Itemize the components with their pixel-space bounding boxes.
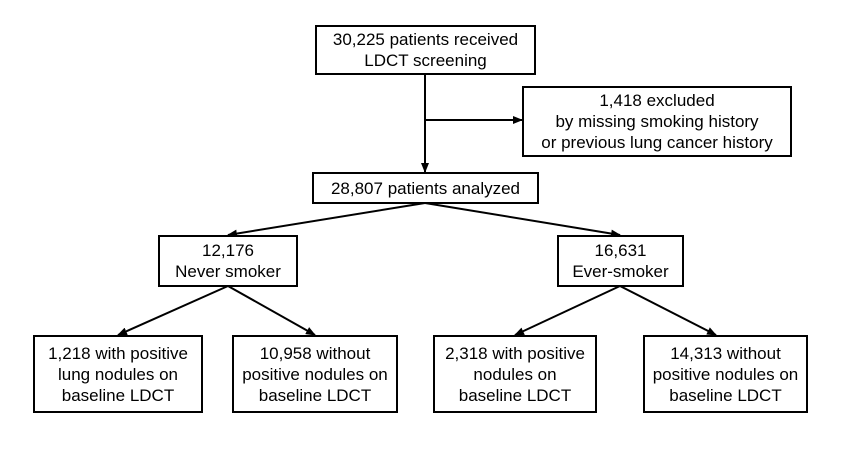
node-analyzed: 28,807 patients analyzed	[312, 172, 539, 204]
edge-never-smoker-to-never-pos	[117, 285, 229, 336]
node-never-neg: 10,958 without positive nodules on basel…	[232, 335, 398, 413]
node-never-neg-line-1: 10,958 without	[259, 343, 371, 363]
node-ever-neg-line-2: positive nodules on	[652, 364, 799, 384]
node-never-pos-line-2: lung nodules on	[57, 364, 179, 384]
edge-never-smoker-to-never-neg	[227, 285, 316, 336]
node-analyzed-line-1: 28,807 patients analyzed	[330, 178, 521, 198]
node-screened-line-2: LDCT screening	[364, 51, 487, 70]
node-never-neg-line-3: baseline LDCT	[258, 385, 372, 405]
node-excluded-line-1: 1,418 excluded	[599, 91, 715, 110]
node-ever-pos-line-3: baseline LDCT	[458, 385, 572, 405]
edge-analyzed-to-ever-smoker	[424, 202, 621, 238]
node-never-smoker: 12,176 Never smoker	[158, 235, 298, 287]
node-ever-smoker-line-2: Ever-smoker	[572, 262, 669, 281]
node-ever-pos: 2,318 with positive nodules on baseline …	[433, 335, 597, 413]
node-screened: 30,225 patients received LDCT screening	[315, 25, 536, 75]
node-ever-smoker: 16,631 Ever-smoker	[557, 235, 684, 287]
edge-ever-smoker-to-ever-pos	[514, 285, 621, 336]
edge-ever-smoker-to-ever-neg	[619, 285, 717, 336]
node-never-smoker-line-2: Never smoker	[175, 262, 281, 281]
node-excluded-line-3: or previous lung cancer history	[541, 133, 773, 152]
node-ever-neg-line-1: 14,313 without	[670, 343, 781, 363]
node-excluded-line-2: by missing smoking history	[555, 112, 759, 131]
node-never-smoker-line-1: 12,176	[202, 241, 254, 260]
node-never-neg-line-2: positive nodules on	[242, 364, 388, 384]
edge-analyzed-to-never-smoker	[227, 202, 426, 238]
node-screened-line-1: 30,225 patients received	[332, 30, 519, 49]
node-excluded: 1,418 excluded by missing smoking histor…	[522, 86, 792, 157]
node-never-pos-line-3: baseline LDCT	[61, 385, 175, 405]
node-ever-neg: 14,313 without positive nodules on basel…	[643, 335, 808, 413]
node-ever-pos-line-2: nodules on	[473, 364, 557, 384]
node-never-pos-line-1: 1,218 with positive	[48, 343, 188, 363]
node-ever-pos-line-1: 2,318 with positive	[445, 343, 585, 363]
node-never-pos: 1,218 with positive lung nodules on base…	[33, 335, 203, 413]
node-ever-neg-line-3: baseline LDCT	[669, 385, 782, 405]
node-ever-smoker-line-1: 16,631	[594, 241, 647, 260]
